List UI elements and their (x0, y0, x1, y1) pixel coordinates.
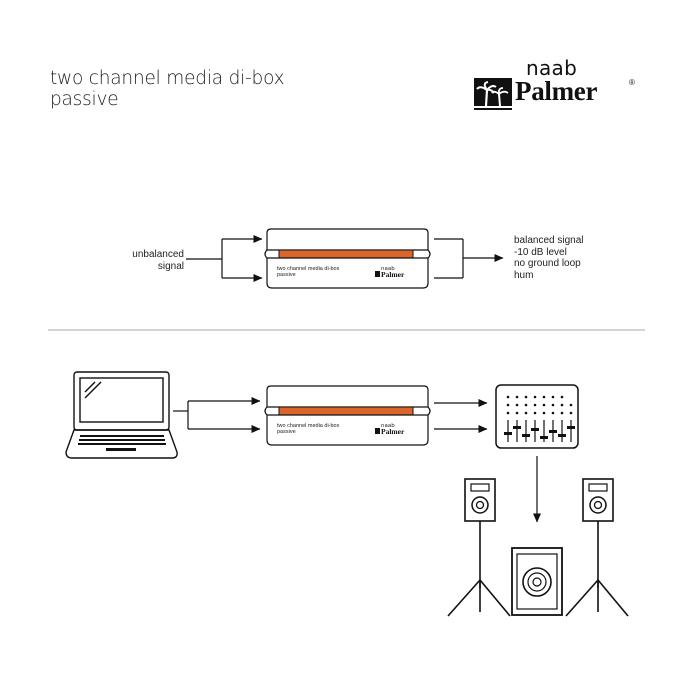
palm-tree-icon (474, 78, 512, 110)
top-output-connectors (434, 238, 504, 279)
device-brand-small: naab (381, 423, 395, 429)
title-line-1: two channel media di-box (50, 68, 285, 89)
mixer-connectors (434, 399, 488, 433)
title-line-2: passive (50, 89, 119, 110)
subwoofer-icon (511, 547, 563, 616)
laptop-connectors (173, 397, 261, 433)
device-palm-icon (375, 271, 380, 277)
device-label-line-2: passive (277, 429, 296, 435)
brand-logo: naab Palmer ® (474, 56, 644, 112)
speaker-icon (582, 478, 614, 522)
logo-palmer: Palmer (515, 76, 598, 106)
device-label-line-2: passive (277, 272, 296, 278)
laptop-icon (65, 371, 178, 459)
device-brand-small: naab (381, 266, 395, 272)
device-label-line-1: two channel media di-box (277, 423, 340, 429)
logo-registered-mark: ® (629, 78, 635, 87)
speaker-left (447, 478, 511, 617)
mixer-icon (495, 384, 579, 449)
top-di-box: two channel media di-box passive naab Pa… (264, 228, 431, 289)
device-brand-big: Palmer (381, 427, 405, 436)
bottom-di-box: two channel media di-box passive naab Pa… (264, 385, 431, 446)
tripod-icon (447, 521, 511, 617)
device-brand-big: Palmer (381, 270, 405, 279)
page-title: two channel media di-box passive (50, 68, 285, 110)
top-input-connectors (186, 235, 263, 282)
input-signal-label: unbalanced signal (132, 249, 184, 272)
speaker-right (565, 478, 629, 617)
output-signal-label: balanced signal -10 dB level no ground l… (514, 235, 584, 281)
speaker-icon (464, 478, 496, 522)
device-label-line-1: two channel media di-box (277, 266, 340, 272)
tripod-icon (565, 521, 629, 617)
logo-naab: naab (526, 56, 578, 80)
device-palm-icon (375, 428, 380, 434)
